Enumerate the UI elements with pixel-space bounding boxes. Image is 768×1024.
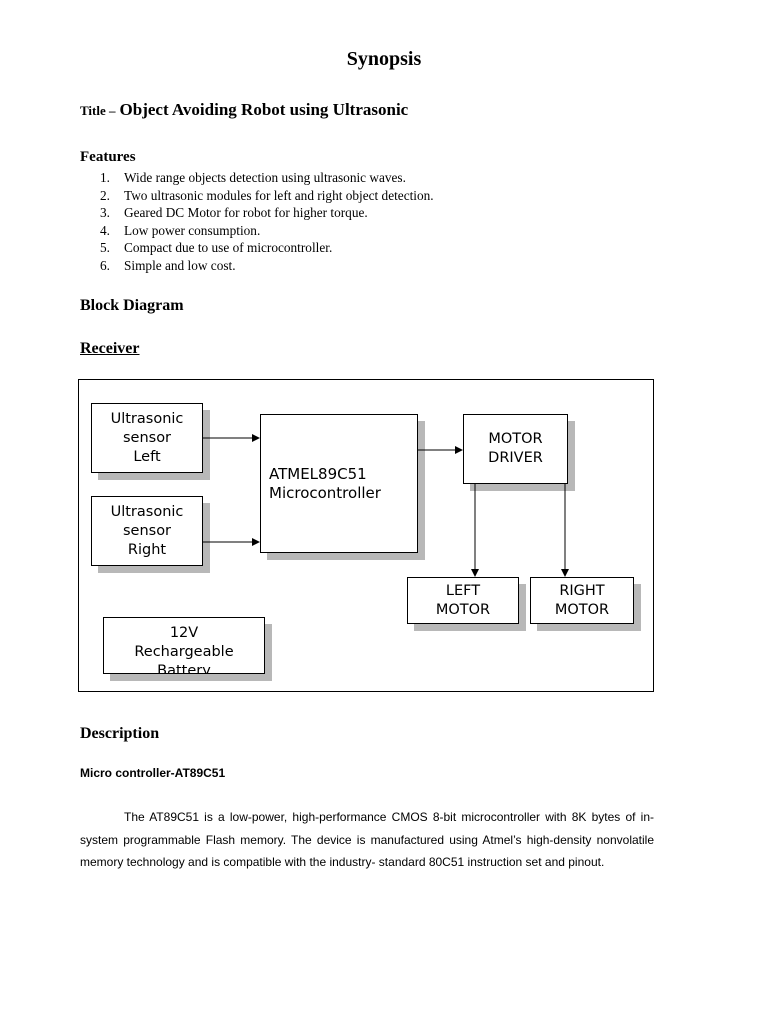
list-item: 4.Low power consumption. (100, 222, 261, 238)
features-list: 1.Wide range objects detection using ult… (100, 169, 434, 275)
list-item: 1.Wide range objects detection using ult… (100, 170, 406, 185)
list-item: 6.Simple and low cost. (100, 257, 236, 273)
description-heading: Description (80, 725, 160, 742)
battery-block: 12V Rechargeable Battery (103, 617, 265, 674)
list-item: 2.Two ultrasonic modules for left and ri… (100, 187, 434, 203)
receiver-heading: Receiver (80, 340, 140, 357)
motor-driver-block: MOTOR DRIVER (463, 414, 568, 484)
left-motor-block: LEFT MOTOR (407, 577, 519, 624)
project-title-line: Title – Object Avoiding Robot using Ultr… (80, 100, 408, 120)
list-item: 5.Compact due to use of microcontroller. (100, 240, 333, 256)
list-item: 3.Geared DC Motor for robot for higher t… (100, 205, 368, 221)
description-paragraph: The AT89C51 is a low-power, high-perform… (80, 810, 654, 870)
features-heading: Features (80, 149, 136, 165)
microcontroller-heading: Micro controller-AT89C51 (80, 766, 226, 780)
page-title: Synopsis (346, 48, 422, 70)
right-motor-block: RIGHT MOTOR (530, 577, 634, 624)
title-label: Title – (80, 103, 116, 118)
microcontroller-block: ATMEL89C51 Microcontroller (260, 414, 418, 553)
project-title: Object Avoiding Robot using Ultrasonic (119, 100, 409, 119)
ultrasonic-sensor-left-block: Ultrasonic sensor Left (91, 403, 203, 473)
block-diagram-frame (78, 379, 654, 692)
ultrasonic-sensor-right-block: Ultrasonic sensor Right (91, 496, 203, 566)
block-diagram-heading: Block Diagram (80, 297, 184, 314)
